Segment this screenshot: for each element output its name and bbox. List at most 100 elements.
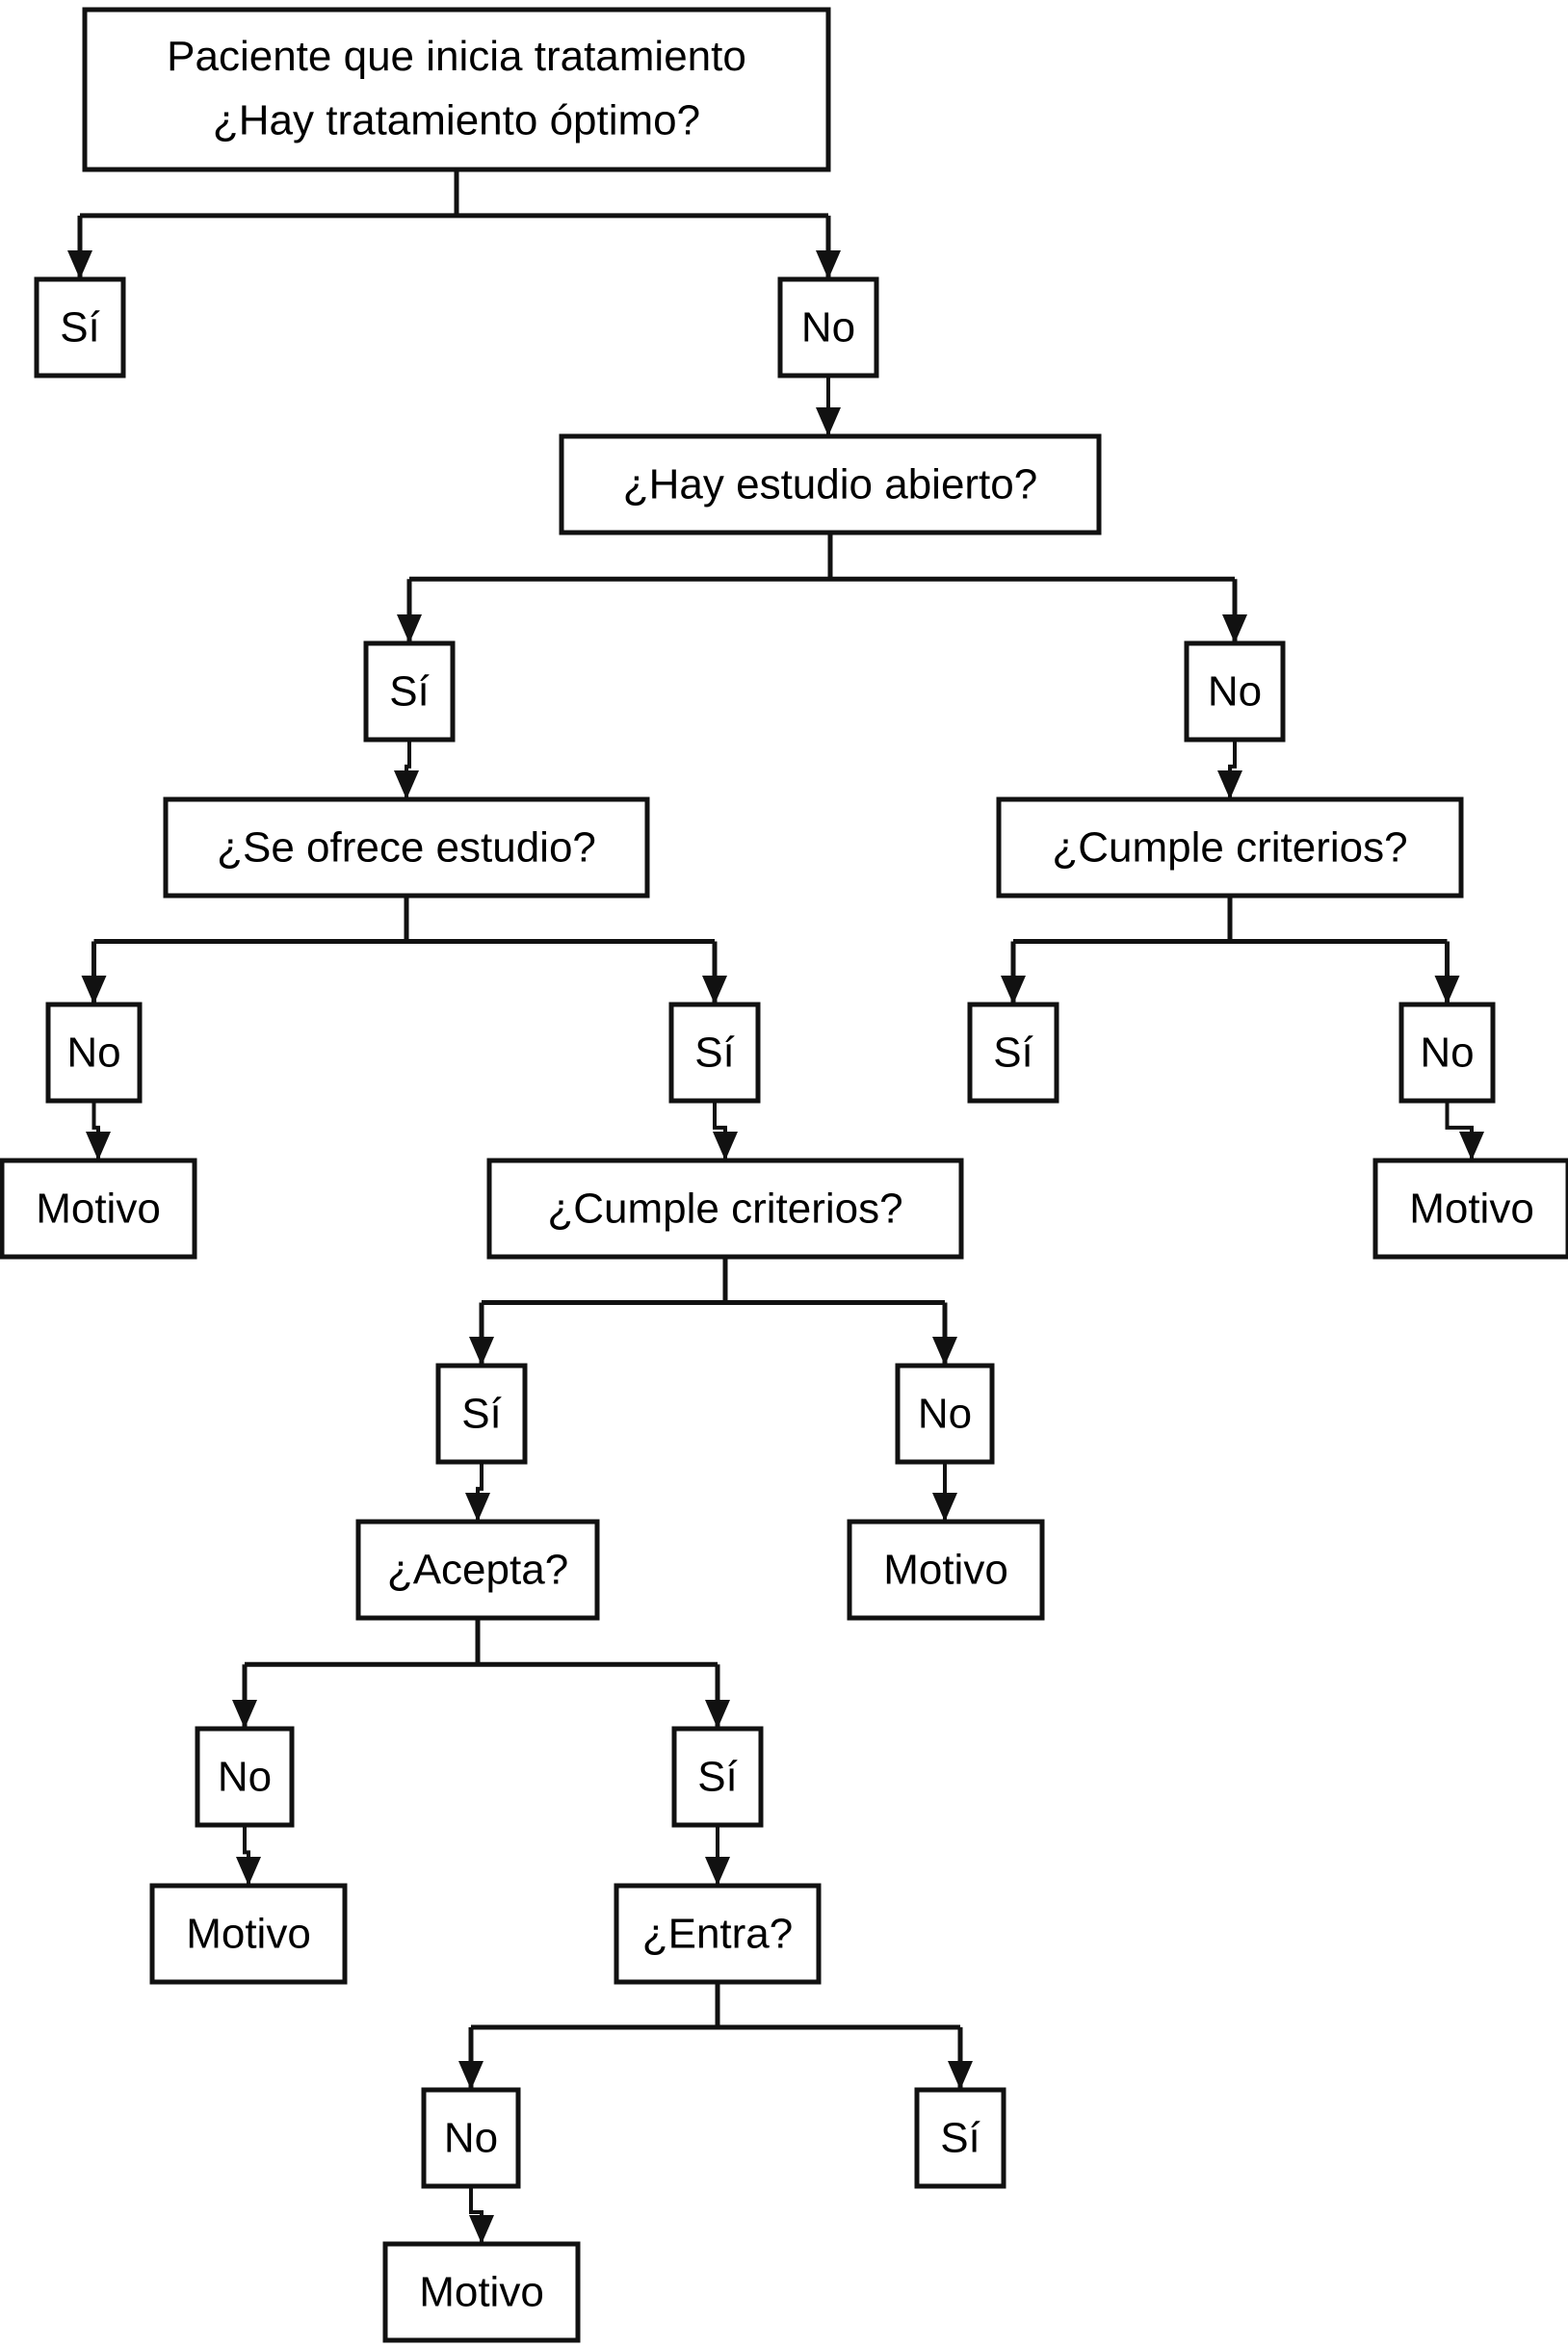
node-si[interactable]: Sí: [967, 1002, 1059, 1104]
arrow-head-to-hay-estudio-abierto: [816, 407, 841, 436]
arrow-head-to-si: [469, 1337, 494, 1366]
node-label: Sí: [60, 304, 100, 352]
node-box-no: [45, 1002, 143, 1104]
node-acepta[interactable]: ¿Acepta?: [355, 1519, 600, 1621]
node-no[interactable]: No: [1398, 1002, 1496, 1104]
node-cumple-criterios[interactable]: ¿Cumple criterios?: [996, 796, 1464, 899]
arrow-head-to-motivo: [469, 2215, 494, 2244]
node-motivo[interactable]: Motivo: [149, 1883, 348, 1985]
edge-group-from-si: [713, 1101, 738, 1160]
node-label: Sí: [697, 1754, 738, 1801]
node-box-motivo: [0, 1158, 197, 1260]
nodes-layer: Paciente que inicia tratamiento¿Hay trat…: [0, 7, 1568, 2343]
node-box-motivo: [382, 2241, 581, 2343]
node-box-si: [34, 276, 126, 378]
arrow-head-to-entra: [705, 1857, 730, 1886]
node-no[interactable]: No: [421, 2087, 521, 2189]
node-si[interactable]: Sí: [363, 640, 456, 743]
arrow-head-to-si: [948, 2061, 973, 2090]
node-label: Motivo: [883, 1547, 1008, 1594]
node-box-motivo: [1372, 1158, 1568, 1260]
node-label: Sí: [694, 1030, 735, 1077]
edge-group-from-si: [705, 1825, 730, 1886]
node-label: ¿Hay estudio abierto?: [623, 461, 1037, 509]
node-label-line1: Paciente que inicia tratamiento: [167, 33, 746, 80]
node-no[interactable]: No: [1184, 640, 1286, 743]
arrow-head-to-si: [705, 1700, 730, 1729]
arrow-head-to-motivo: [86, 1132, 111, 1160]
node-box-si: [914, 2087, 1006, 2189]
node-si[interactable]: Sí: [34, 276, 126, 378]
arrow-head-to-cumple-criterios: [1217, 770, 1242, 799]
node-se-ofrece-estudio[interactable]: ¿Se ofrece estudio?: [163, 796, 650, 899]
edge-group-from-no: [1445, 1101, 1484, 1160]
node-box-si: [967, 1002, 1059, 1104]
arrow-head-to-si: [702, 976, 727, 1004]
node-si[interactable]: Sí: [671, 1726, 764, 1828]
arrow-head-to-si: [397, 614, 422, 643]
arrow-head-to-si: [67, 250, 92, 279]
edge-group-from-si: [394, 740, 419, 799]
edge-group-from-no: [469, 2186, 494, 2244]
node-label: ¿Entra?: [642, 1911, 794, 1958]
node-motivo[interactable]: Motivo: [382, 2241, 581, 2343]
arrow-head-to-motivo: [236, 1857, 261, 1886]
node-label: ¿Cumple criterios?: [547, 1186, 902, 1233]
node-cumple-criterios[interactable]: ¿Cumple criterios?: [486, 1158, 964, 1260]
node-box-motivo: [847, 1519, 1045, 1621]
edge-group-from-cumple-criterios: [1001, 896, 1460, 1004]
node-box-si: [671, 1726, 764, 1828]
node-no[interactable]: No: [45, 1002, 143, 1104]
edge-group-from-no: [236, 1825, 261, 1886]
node-label: Sí: [940, 2115, 980, 2162]
edge-group-from-hay-estudio-abierto: [397, 533, 1247, 643]
arrow-head-to-si: [1001, 976, 1026, 1004]
edge-group-from-cumple-criterios: [469, 1257, 957, 1366]
node-label: No: [801, 304, 855, 352]
node-no[interactable]: No: [895, 1363, 995, 1465]
arrow-head-to-cumple-criterios: [713, 1132, 738, 1160]
node-box-no: [1184, 640, 1286, 743]
node-si[interactable]: Sí: [914, 2087, 1006, 2189]
node-paciente-que-inicia-tratamiento[interactable]: Paciente que inicia tratamiento¿Hay trat…: [82, 7, 831, 172]
node-motivo[interactable]: Motivo: [0, 1158, 197, 1260]
node-label: Sí: [389, 668, 430, 716]
edge-group-from-si: [465, 1462, 490, 1522]
node-entra[interactable]: ¿Entra?: [614, 1883, 822, 1985]
arrow-head-to-motivo: [932, 1493, 957, 1522]
node-label: Motivo: [36, 1186, 161, 1233]
node-box-hay-estudio-abierto: [559, 433, 1102, 535]
node-label: Motivo: [1409, 1186, 1534, 1233]
edge-group-from-no: [932, 1462, 957, 1522]
node-si[interactable]: Sí: [435, 1363, 528, 1465]
edge-group-from-entra: [458, 1982, 973, 2090]
edge-group-from-acepta: [232, 1618, 730, 1729]
node-box-no: [777, 276, 879, 378]
node-box-no: [421, 2087, 521, 2189]
node-box-entra: [614, 1883, 822, 1985]
arrow-head-to-no: [1434, 976, 1460, 1004]
node-label: No: [218, 1754, 272, 1801]
arrow-head-to-no: [1222, 614, 1247, 643]
node-no[interactable]: No: [777, 276, 879, 378]
node-no[interactable]: No: [195, 1726, 295, 1828]
node-label: No: [66, 1030, 120, 1077]
node-box-no: [1398, 1002, 1496, 1104]
node-label: Sí: [461, 1391, 502, 1438]
node-box-paciente-que-inicia-tratamiento: [82, 7, 831, 172]
node-motivo[interactable]: Motivo: [847, 1519, 1045, 1621]
node-motivo[interactable]: Motivo: [1372, 1158, 1568, 1260]
node-label: Motivo: [419, 2269, 544, 2316]
node-label: Motivo: [186, 1911, 311, 1958]
node-box-no: [195, 1726, 295, 1828]
node-hay-estudio-abierto[interactable]: ¿Hay estudio abierto?: [559, 433, 1102, 535]
edge-group-from-no: [1217, 740, 1242, 799]
edge-group-from-paciente-que-inicia-tratamiento: [67, 170, 841, 279]
node-label: ¿Cumple criterios?: [1052, 824, 1407, 872]
node-label: Sí: [993, 1030, 1033, 1077]
node-label: ¿Se ofrece estudio?: [217, 824, 596, 872]
node-si[interactable]: Sí: [668, 1002, 761, 1104]
arrow-head-to-no: [232, 1700, 257, 1729]
